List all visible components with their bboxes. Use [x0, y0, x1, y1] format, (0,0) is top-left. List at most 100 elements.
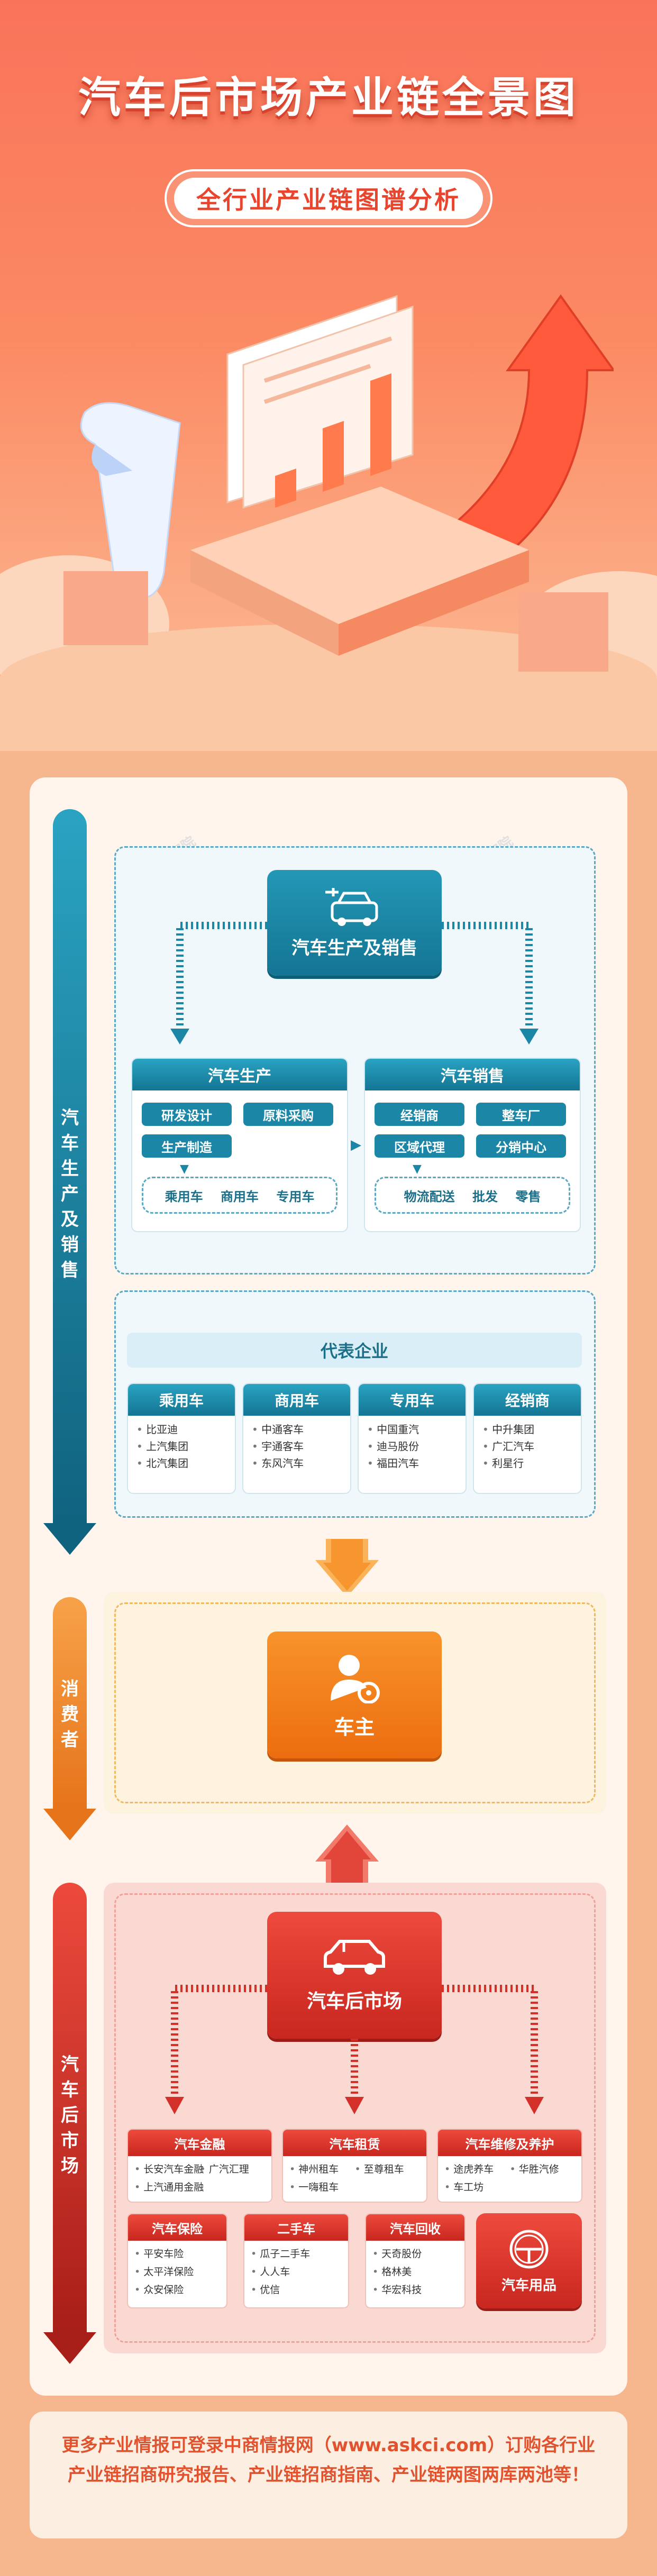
company-item: 迪马股份	[367, 1438, 457, 1455]
aftermarket-connectors	[165, 1985, 544, 2114]
aftermarket-card-title: 汽车回收	[366, 2214, 464, 2241]
companies-title: 代表企业	[127, 1333, 582, 1368]
aftermarket-card: 汽车金融长安汽车金融广汽汇理上汽通用金融	[127, 2129, 272, 2203]
company-card-title: 乘用车	[128, 1384, 235, 1416]
arrow-right-icon: ▶	[351, 1137, 361, 1153]
company-card-title: 商用车	[243, 1384, 350, 1416]
car-products-label: 汽车用品	[501, 2277, 556, 2294]
aftermarket-item: 瓜子二手车	[251, 2245, 342, 2263]
car-service-icon	[325, 887, 378, 926]
aftermarket-card: 汽车租赁神州租车至尊租车一嗨租车	[282, 2129, 427, 2203]
aftermarket-item: 华胜汽修	[510, 2160, 576, 2178]
chip-dealer: 经销商	[375, 1103, 464, 1126]
aftermarket-card: 汽车保险平安车险太平洋保险众安保险	[127, 2213, 227, 2308]
company-item: 上汽集团	[136, 1438, 226, 1455]
company-item: 比亚迪	[136, 1421, 226, 1438]
aftermarket-card: 汽车维修及养护途虎养车华胜汽修车工坊	[437, 2129, 582, 2203]
sales-channels: 物流配送 批发 零售	[375, 1177, 570, 1214]
aftermarket-item: 人人车	[251, 2263, 342, 2281]
car-products-box: 汽车用品	[476, 2213, 582, 2308]
company-card: 乘用车比亚迪上汽集团北汽集团	[127, 1383, 236, 1494]
aftermarket-item: 格林美	[372, 2263, 458, 2281]
arrow-down-icon: ▼	[413, 1162, 422, 1176]
aftermarket-item: 天奇股份	[372, 2245, 458, 2263]
aftermarket-item: 神州租车	[289, 2160, 355, 2178]
company-item: 中通客车	[252, 1421, 342, 1438]
hero-banner: 汽车后市场产业链全景图 全行业产业链图谱分析	[0, 0, 657, 751]
aftermarket-card-title: 汽车维修及养护	[438, 2130, 581, 2156]
side-bar-production: 汽车生产及销售	[43, 809, 96, 1560]
make-products: 乘用车 商用车 专用车	[142, 1177, 337, 1214]
arrow-down-icon	[165, 2097, 184, 2114]
aftermarket-card-title: 汽车金融	[128, 2130, 271, 2156]
aftermarket-hub-label: 汽车后市场	[306, 1991, 402, 2012]
aftermarket-item: 众安保险	[134, 2281, 220, 2299]
side-label-aftermarket: 汽车后市场	[61, 2054, 79, 2177]
company-card: 专用车中国重汽迪马股份福田汽车	[358, 1383, 467, 1494]
aftermarket-item: 优信	[251, 2281, 342, 2299]
aftermarket-item: 长安汽车金融	[134, 2160, 204, 2178]
aftermarket-item: 广汽汇理	[200, 2160, 266, 2178]
aftermarket-item: 上汽通用金融	[134, 2178, 204, 2196]
aftermarket-card-title: 汽车保险	[128, 2214, 226, 2241]
aftermarket-item: 至尊租车	[355, 2160, 421, 2178]
aftermarket-item: 华宏科技	[372, 2281, 458, 2299]
aftermarket-card-title: 汽车租赁	[283, 2130, 426, 2156]
box-decoration	[63, 571, 148, 645]
company-item: 福田汽车	[367, 1455, 457, 1472]
company-card-title: 专用车	[359, 1384, 466, 1416]
aftermarket-card: 二手车瓜子二手车人人车优信	[243, 2213, 349, 2308]
aftermarket-item: 太平洋保险	[134, 2263, 220, 2281]
aftermarket-section	[114, 1893, 596, 2343]
arrow-up-icon	[315, 1825, 379, 1883]
consumer-box: 车主	[267, 1631, 442, 1758]
company-item: 中国重汽	[367, 1421, 457, 1438]
company-card: 商用车中通客车宇通客车东风汽车	[242, 1383, 351, 1494]
make-title: 汽车生产	[132, 1059, 347, 1090]
arrow-down-icon	[315, 1539, 379, 1597]
side-label-consumer: 消费者	[61, 1679, 79, 1750]
page-title: 汽车后市场产业链全景图	[78, 73, 579, 122]
chip-regional-agent: 区域代理	[375, 1134, 464, 1158]
company-item: 广汇汽车	[482, 1438, 572, 1455]
arrow-down-icon	[525, 2097, 544, 2114]
company-card-title: 经销商	[474, 1384, 581, 1416]
production-hub: 汽车生产及销售	[267, 870, 442, 976]
side-label-production: 汽车生产及销售	[61, 1107, 79, 1281]
subtitle: 全行业产业链图谱分析	[174, 178, 483, 219]
aftermarket-item: 一嗨租车	[289, 2178, 355, 2196]
aftermarket-item: 平安车险	[134, 2245, 220, 2263]
paper-scroll-icon	[80, 402, 181, 599]
chip-rd: 研发设计	[142, 1103, 232, 1126]
report-chart-illustration	[63, 294, 614, 672]
aftermarket-item: 途虎养车	[444, 2160, 510, 2178]
aftermarket-card-title: 二手车	[244, 2214, 348, 2241]
arrow-down-icon	[170, 1029, 189, 1044]
consumer-section	[114, 1602, 596, 1803]
steering-wheel-icon	[509, 2230, 549, 2268]
arrow-down-icon	[345, 2097, 364, 2114]
company-item: 东风汽车	[252, 1455, 342, 1472]
production-connectors	[170, 922, 539, 1044]
side-bar-aftermarket: 汽车后市场	[43, 1883, 96, 2369]
aftermarket-item: 车工坊	[444, 2178, 510, 2196]
company-item: 利星行	[482, 1455, 572, 1472]
company-item: 宇通客车	[252, 1438, 342, 1455]
company-card: 经销商中升集团广汇汽车利星行	[473, 1383, 582, 1494]
consumer-label: 车主	[334, 1715, 375, 1739]
chip-oem: 整车厂	[476, 1103, 566, 1126]
box-decoration	[518, 592, 608, 672]
aftermarket-hub: 汽车后市场	[267, 1912, 442, 2039]
car-icon	[324, 1940, 385, 1975]
chip-distribution-center: 分销中心	[476, 1134, 566, 1158]
footer-text: 更多产业情报可登录中商情报网（www.askci.com）订购各行业产业链招商研…	[61, 2435, 596, 2486]
production-hub-label: 汽车生产及销售	[291, 937, 417, 959]
company-item: 北汽集团	[136, 1455, 226, 1472]
side-bar-consumer: 消费者	[43, 1597, 96, 1846]
chip-procurement: 原料采购	[243, 1103, 333, 1126]
aftermarket-card: 汽车回收天奇股份格林美华宏科技	[365, 2213, 466, 2308]
car-owner-icon	[331, 1654, 380, 1703]
arrow-down-icon: ▼	[180, 1162, 189, 1176]
footer: 更多产业情报可登录中商情报网（www.askci.com）订购各行业产业链招商研…	[30, 2412, 627, 2538]
chip-manufacturing: 生产制造	[142, 1134, 232, 1158]
